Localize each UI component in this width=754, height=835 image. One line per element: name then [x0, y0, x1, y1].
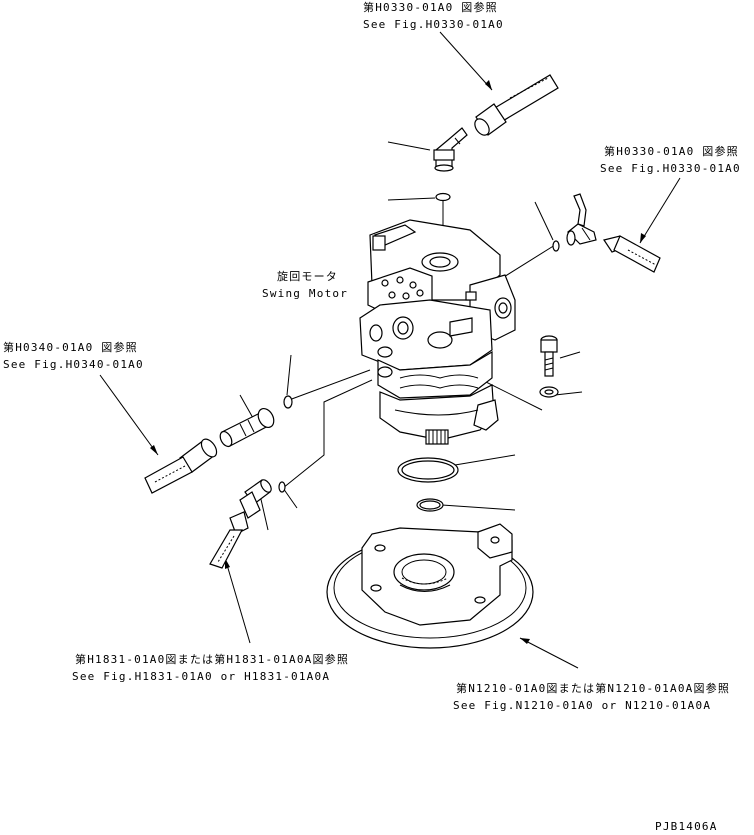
- left-fitting-leader: [239, 394, 254, 419]
- swing-motor: [359, 219, 516, 445]
- lower-left-fitting: [239, 479, 272, 519]
- washer: [539, 386, 559, 398]
- right-o-ring: [552, 240, 560, 252]
- elbow-leader: [387, 141, 431, 151]
- left-hose: [144, 438, 218, 494]
- lower-left-hose: [209, 511, 249, 569]
- top-hose: [474, 74, 559, 136]
- left-ref-jp: 第H0340-01A0 図参照: [3, 340, 138, 354]
- bottom-left-ref-jp: 第H1831-01A0図または第H1831-01A0A図参照: [75, 652, 349, 666]
- leader-lines: [99, 31, 681, 669]
- right-ref-leader: [639, 177, 681, 244]
- left-o-ring: [283, 395, 293, 409]
- small-o-ring: [416, 498, 444, 512]
- bottom-right-ref-jp: 第N1210-01A0図または第N1210-01A0A図参照: [456, 681, 730, 695]
- lower-o-ring: [278, 481, 286, 493]
- mounting-bolt: [540, 335, 558, 377]
- top-ref-jp: 第H0330-01A0 図参照: [363, 0, 498, 14]
- washer-port-line: [477, 377, 543, 411]
- large-o-ring: [397, 457, 459, 483]
- elbow-fitting-top: [433, 127, 468, 172]
- left-ref-leader: [99, 374, 159, 456]
- bottom-left-ref-leader: [224, 557, 251, 644]
- bottom-right-ref-leader: [519, 637, 579, 669]
- lower-oring-port-line: [282, 379, 373, 489]
- bottom-left-ref-en: See Fig.H1831-01A0 or H1831-01A0A: [72, 670, 330, 683]
- right-ref-en: See Fig.H0330-01A0: [600, 162, 741, 175]
- lower-oring-leader: [282, 487, 298, 509]
- motor-label-jp: 旋回モータ: [277, 269, 338, 283]
- right-ref-jp: 第H0330-01A0 図参照: [604, 144, 739, 158]
- bolt-leader: [559, 351, 581, 359]
- left-ref-en: See Fig.H0340-01A0: [3, 358, 144, 371]
- left-fitting: [219, 407, 275, 448]
- swing-circle-housing: [326, 523, 534, 649]
- left-oring-port-line: [288, 369, 371, 401]
- drawing-number: PJB1406A: [655, 820, 718, 833]
- top-ref-leader: [439, 31, 493, 91]
- top-o-ring: [435, 192, 451, 202]
- right-oring-leader: [534, 201, 554, 241]
- small-oring-leader: [441, 504, 516, 511]
- top-ref-en: See Fig.H0330-01A0: [363, 18, 504, 31]
- lower-fitting-leader: [259, 494, 269, 531]
- motor-label-en: Swing Motor: [262, 287, 348, 300]
- left-oring-leader: [286, 354, 292, 396]
- large-oring-leader: [454, 454, 516, 466]
- right-hose: [603, 235, 661, 273]
- right-fitting: [566, 193, 597, 246]
- top-oring-leader: [387, 197, 436, 201]
- bottom-right-ref-en: See Fig.N1210-01A0 or N1210-01A0A: [453, 699, 711, 712]
- washer-leader: [554, 391, 583, 396]
